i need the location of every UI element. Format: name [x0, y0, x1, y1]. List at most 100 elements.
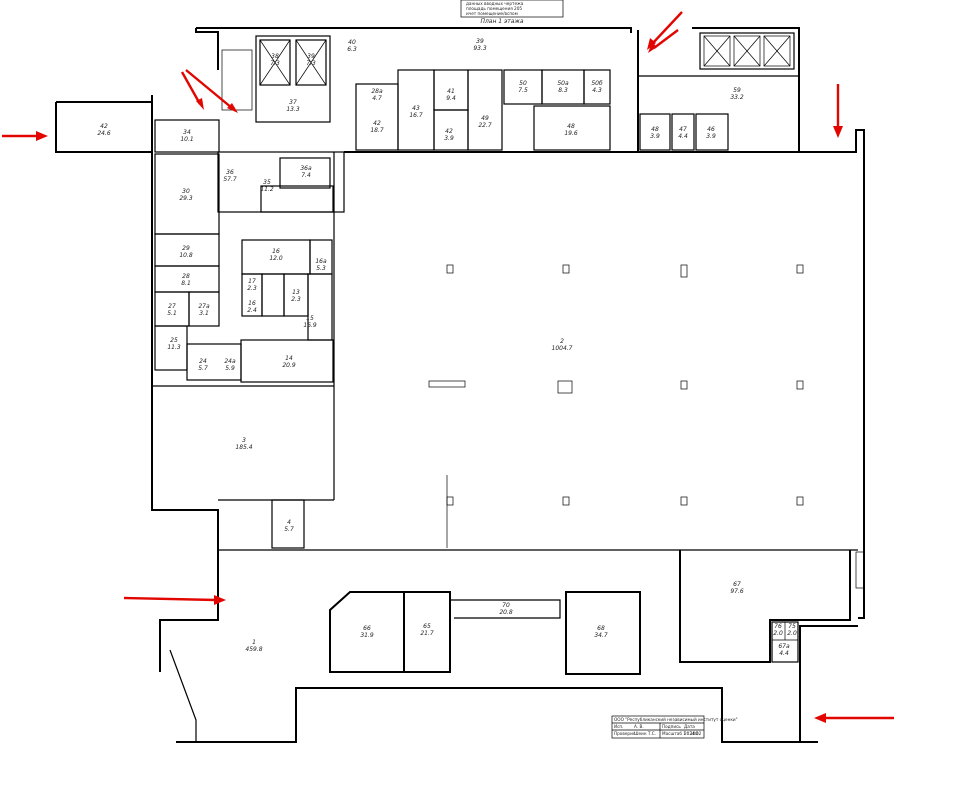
room-number: 4 — [287, 519, 291, 526]
room-number: 34 — [183, 129, 191, 136]
room-number: 3 — [242, 437, 246, 444]
title-block-date-1: Дата — [684, 724, 695, 729]
room-area: 19.6 — [564, 130, 578, 137]
room-area: 5.3 — [316, 265, 326, 272]
room-number: 67 — [733, 581, 741, 588]
room-number: 42 — [445, 128, 453, 135]
room-number: 13 — [292, 289, 300, 296]
room-number: 25 — [170, 337, 178, 344]
room-area: 5.7 — [198, 365, 208, 372]
room-area: 2.3 — [247, 285, 257, 292]
room-number: 17 — [248, 278, 256, 285]
room-number: 59 — [733, 87, 741, 94]
entrance-arrow-left-bottom — [123, 595, 226, 605]
room-number: 36 — [226, 169, 234, 176]
entrance-arrow-top-right — [647, 11, 683, 53]
title-block-scale: Масштаб 1 : 100 — [662, 731, 698, 736]
room-number: 42 — [373, 120, 381, 127]
room-number: 16 — [248, 300, 256, 307]
room-area: 5.7 — [284, 526, 294, 533]
entrance-arrow-left-top — [2, 131, 48, 141]
room-area: 7.5 — [518, 87, 528, 94]
room-number: 43 — [412, 105, 420, 112]
room-area: 93.3 — [473, 45, 487, 52]
room-number: 49 — [481, 115, 489, 122]
entrance-arrow-right-bottom — [814, 713, 894, 723]
room-number: 28a — [371, 88, 383, 95]
room-number: 39 — [476, 38, 484, 45]
room-area: 5.9 — [225, 365, 235, 372]
outer-walls — [55, 27, 865, 743]
room-number: 47 — [679, 126, 687, 133]
room-labels: 42 24.6 34 10.1 30 29.3 29 10.8 28 8.1 2… — [97, 38, 797, 657]
room-number: 70 — [502, 602, 510, 609]
room-number: 27a — [198, 303, 210, 310]
room-number: 16 — [272, 248, 280, 255]
room-number: 75 — [788, 623, 796, 630]
room-number: 28 — [182, 273, 190, 280]
room-area: 18.7 — [370, 127, 384, 134]
room-area: 2.4 — [247, 307, 257, 314]
room-area: 2.0 — [773, 630, 783, 637]
room-number: 50a — [557, 80, 569, 87]
room-area: 3.9 — [650, 133, 660, 140]
room-area: 16.9 — [303, 322, 317, 329]
room-area: 13.3 — [286, 106, 300, 113]
lower-rooms — [329, 550, 865, 675]
title-block-name-2: Шеин Т.С. — [634, 731, 656, 736]
room-area: 4.4 — [779, 650, 789, 657]
room-area: 2.3 — [291, 296, 301, 303]
room-number: 68 — [597, 625, 605, 632]
room-area: 3.1 — [199, 310, 209, 317]
header-line-2: площадь помещения 205 — [466, 6, 522, 11]
title-block-role-1: Исп. — [614, 724, 624, 729]
room-area: 5.1 — [167, 310, 177, 317]
room-number: 24a — [224, 358, 236, 365]
room-area: 1004.7 — [552, 345, 573, 352]
room-number: 46 — [707, 126, 715, 133]
room-area: 21.7 — [420, 630, 434, 637]
room-number: 50 — [519, 80, 527, 87]
room-number: 42 — [100, 123, 108, 130]
room-area: 22.7 — [478, 122, 492, 129]
left-rooms — [152, 35, 345, 549]
room-number: 27 — [168, 303, 176, 310]
room-number: 35 — [263, 179, 271, 186]
room-area: 97.6 — [730, 588, 744, 595]
room-area: 6.3 — [347, 46, 357, 53]
title-block-org: ООО "Республиканский независимый институ… — [614, 717, 738, 722]
room-area: 3.9 — [444, 135, 454, 142]
header-line-3: ичет помещение/вспом — [466, 11, 518, 16]
room-area: 9.4 — [446, 95, 456, 102]
room-number: 29 — [182, 245, 190, 252]
plan-header: данных вводных чертежа площадь помещения… — [460, 0, 564, 25]
room-area: 459.8 — [245, 646, 262, 653]
room-number: 50б — [591, 80, 603, 87]
room-area: 3.9 — [706, 133, 716, 140]
room-area: 4.4 — [678, 133, 688, 140]
room-area: 8.3 — [558, 87, 568, 94]
room-number: 2 — [560, 338, 564, 345]
room-number: 40 — [348, 39, 356, 46]
title-block-role-2: Проверил — [614, 731, 636, 736]
room-number: 38 — [271, 53, 279, 60]
room-number: 76 — [774, 623, 782, 630]
room-area: 31.9 — [360, 632, 374, 639]
room-number: 15 — [306, 315, 314, 322]
room-area: 185.4 — [235, 444, 252, 451]
title-block-date-2: 2024.02 — [684, 731, 702, 736]
room-number: 37 — [289, 99, 297, 106]
entrance-arrow-stair-left — [180, 69, 238, 113]
room-number: 48 — [651, 126, 659, 133]
room-area: 16.7 — [409, 112, 423, 119]
room-area: 4.3 — [592, 87, 602, 94]
top-rooms — [355, 32, 799, 151]
title-block: ООО "Республиканский независимый институ… — [611, 715, 738, 739]
title-block-name-1: А. В. — [634, 724, 644, 729]
room-area: 20.8 — [499, 609, 513, 616]
room-number: 67a — [778, 643, 790, 650]
header-line-1: данных вводных чертежа — [466, 1, 524, 6]
room-number: 41 — [447, 88, 455, 95]
title-block-sign-1: Подпись — [662, 724, 681, 729]
